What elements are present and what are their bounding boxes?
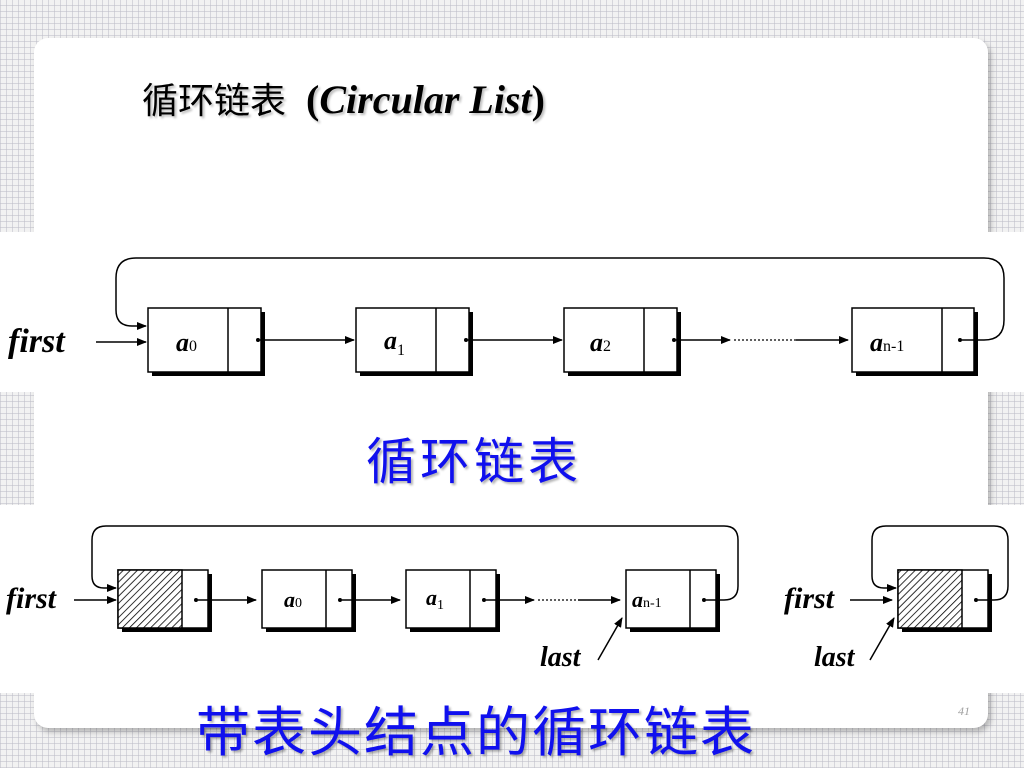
list-node-an-1: an-1 — [625, 569, 720, 632]
node-data-sub: 0 — [295, 596, 302, 611]
svg-text:an-1: an-1 — [870, 328, 904, 357]
node-data-base: a — [426, 585, 437, 610]
circular-list-diagram: first a0 a1 a2 — [8, 257, 1005, 376]
circular-back-link — [115, 257, 1005, 341]
first-pointer-label: first — [784, 582, 836, 615]
svg-text:an-1: an-1 — [632, 587, 662, 612]
node-data-sub: n-1 — [883, 338, 904, 355]
list-node-a1: a1 — [405, 569, 500, 632]
svg-text:a0: a0 — [176, 328, 197, 357]
title-english: Circular List — [319, 77, 532, 122]
list-node-a0: a0 — [147, 307, 265, 376]
node-data-base: a — [590, 328, 603, 357]
svg-text:a1: a1 — [426, 585, 444, 613]
node-data-base: a — [632, 587, 643, 612]
last-pointer-label: last — [814, 642, 856, 673]
list-node-a0: a0 — [261, 569, 356, 632]
last-pointer-arrow — [597, 617, 623, 661]
list-node-an-1: an-1 — [851, 307, 978, 376]
first-pointer-label: first — [6, 582, 58, 615]
node-data-base: a — [176, 328, 189, 357]
node-data-base: a — [284, 587, 295, 612]
title-chinese: 循环链表 — [142, 81, 287, 122]
header-node — [117, 569, 212, 632]
title-open-paren: ( — [306, 77, 320, 122]
header-hatched-field — [897, 569, 963, 629]
node-data-base: a — [384, 326, 397, 355]
svg-text:a2: a2 — [590, 328, 611, 357]
slide-title: 循环链表 (Circular List) — [142, 72, 545, 124]
self-loop-link — [871, 525, 1009, 601]
node-data-sub: 2 — [603, 338, 611, 355]
node-data-sub: n-1 — [643, 596, 662, 611]
node-data-sub: 0 — [189, 338, 197, 355]
node-data-sub: 1 — [397, 342, 405, 359]
page-number: 41 — [958, 704, 970, 718]
headed-circular-list-diagram: first a0 a1 — [6, 525, 739, 673]
svg-text:a1: a1 — [384, 326, 405, 359]
svg-text:a0: a0 — [284, 587, 302, 612]
list-node-a2: a2 — [563, 307, 681, 376]
last-pointer-label: last — [540, 642, 582, 673]
header-hatched-field — [117, 569, 183, 629]
node-data-base: a — [870, 328, 883, 357]
header-node — [897, 569, 992, 632]
circular-list-caption: 循环链表 — [366, 433, 582, 491]
node-data-sub: 1 — [437, 598, 444, 613]
last-pointer-arrow — [869, 617, 895, 661]
title-close-paren: ) — [531, 77, 545, 122]
first-pointer-label: first — [8, 323, 66, 360]
list-node-a1: a1 — [355, 307, 473, 376]
circular-back-link — [91, 525, 739, 601]
empty-headed-circular-list-diagram: first last — [784, 525, 1009, 673]
headed-circular-list-caption: 带表头结点的循环链表 — [196, 701, 756, 764]
